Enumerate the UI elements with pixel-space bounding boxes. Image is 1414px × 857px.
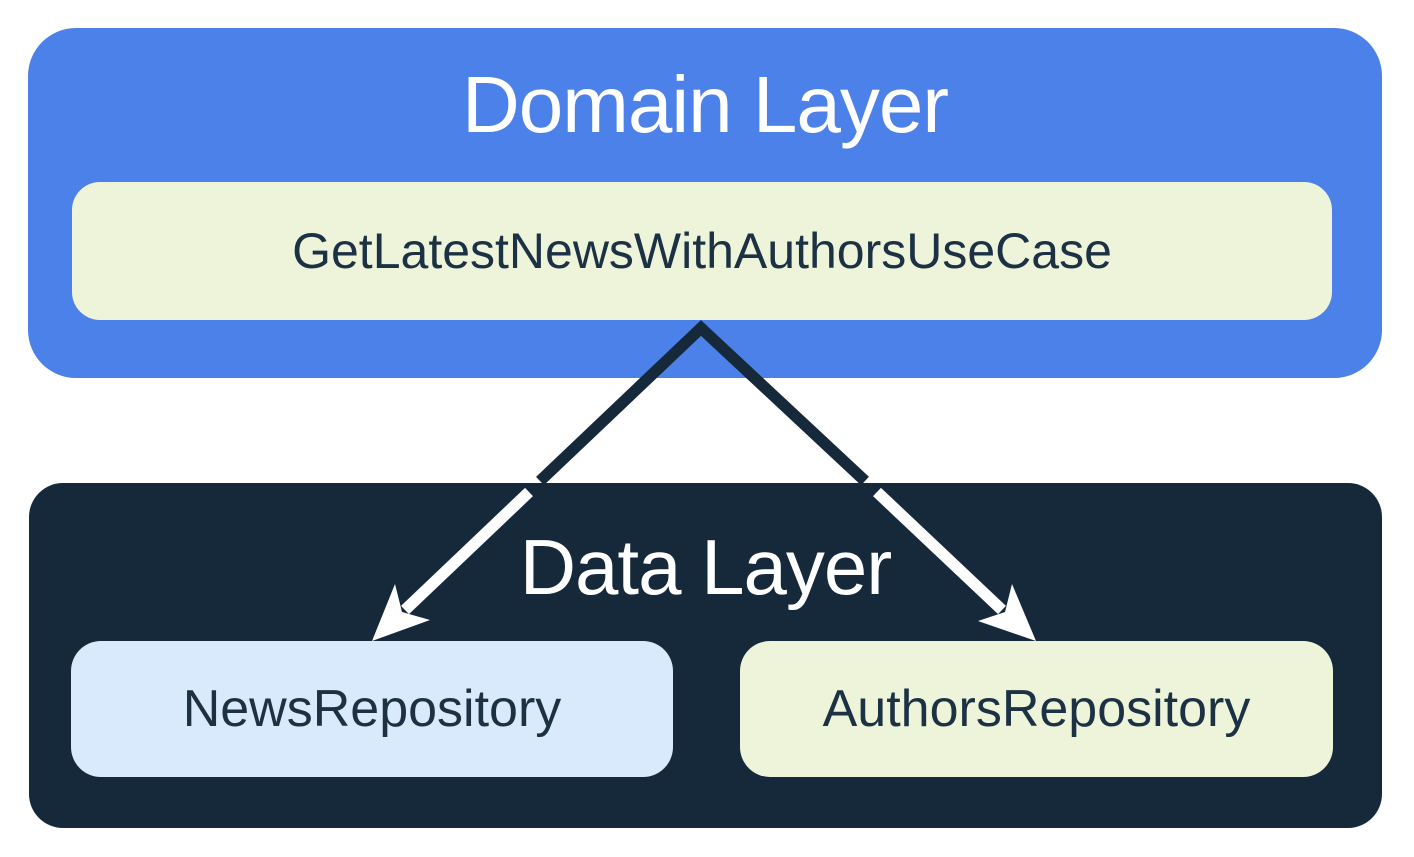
data-layer-box: Data Layer NewsRepository AuthorsReposit…	[29, 483, 1382, 828]
domain-layer-title: Domain Layer	[461, 60, 949, 149]
news-repository-label: NewsRepository	[182, 680, 562, 738]
usecase-node: GetLatestNewsWithAuthorsUseCase	[72, 182, 1332, 320]
authors-repository-label: AuthorsRepository	[822, 680, 1251, 738]
news-repository-node: NewsRepository	[71, 641, 673, 777]
domain-layer-box: Domain Layer GetLatestNewsWithAuthorsUse…	[28, 28, 1382, 378]
authors-repository-node: AuthorsRepository	[740, 641, 1333, 777]
data-layer-title: Data Layer	[519, 522, 893, 611]
usecase-label: GetLatestNewsWithAuthorsUseCase	[292, 223, 1112, 279]
repository-row: NewsRepository AuthorsRepository	[71, 641, 1333, 777]
